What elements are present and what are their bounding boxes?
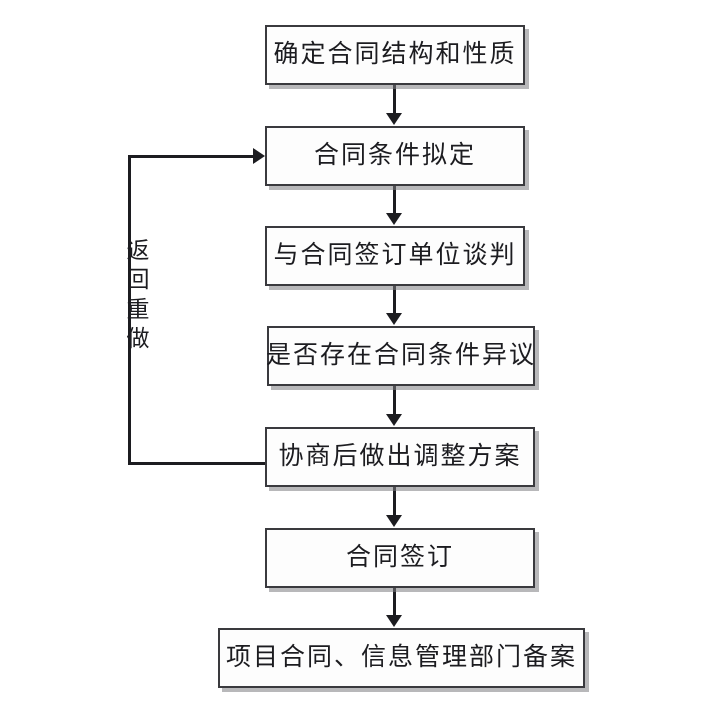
node-label: 是否存在合同条件异议 xyxy=(266,342,537,370)
connector-n5-n6-line xyxy=(393,487,396,516)
loop-label-char-4: 做 xyxy=(126,326,150,352)
connector-n3-n4-line xyxy=(393,286,396,314)
loop-label-char-1: 返 xyxy=(126,238,150,263)
node-label: 合同签订 xyxy=(345,544,454,572)
feedback-loop-left-segment xyxy=(128,155,131,463)
connector-n3-n4-arrowhead-icon xyxy=(386,313,402,325)
node-contract-signing[interactable]: 合同签订 xyxy=(265,528,535,588)
connector-n1-n2-arrowhead-icon xyxy=(386,113,402,125)
node-check-terms-objection[interactable]: 是否存在合同条件异议 xyxy=(266,326,537,386)
node-negotiate-with-signing-party[interactable]: 与合同签订单位谈判 xyxy=(265,226,525,286)
loop-label-char-3: 重 xyxy=(126,296,150,322)
node-label: 与合同签订单位谈判 xyxy=(273,242,517,270)
feedback-loop-bottom-segment xyxy=(128,462,267,465)
connector-n6-n7-line xyxy=(393,588,396,616)
node-determine-contract-structure[interactable]: 确定合同结构和性质 xyxy=(265,25,525,85)
connector-n5-n6-arrowhead-icon xyxy=(386,515,402,527)
connector-n2-n3-arrowhead-icon xyxy=(386,213,402,225)
feedback-loop-top-segment xyxy=(128,155,255,158)
connector-n2-n3-line xyxy=(393,186,396,214)
feedback-loop-label: 返 回 重 做 xyxy=(124,236,152,354)
node-label: 确定合同结构和性质 xyxy=(273,41,517,69)
connector-n6-n7-arrowhead-icon xyxy=(386,615,402,627)
feedback-loop-arrowhead-icon xyxy=(253,148,265,164)
node-label: 项目合同、信息管理部门备案 xyxy=(225,644,577,672)
loop-label-char-2: 回 xyxy=(126,267,150,293)
node-adjustment-plan-after-negotiation[interactable]: 协商后做出调整方案 xyxy=(265,427,535,487)
node-label: 合同条件拟定 xyxy=(313,142,476,170)
connector-n4-n5-arrowhead-icon xyxy=(386,414,402,426)
connector-n1-n2-line xyxy=(393,85,396,114)
node-filing-with-management-department[interactable]: 项目合同、信息管理部门备案 xyxy=(218,628,585,688)
node-draft-contract-terms[interactable]: 合同条件拟定 xyxy=(265,126,525,186)
node-label: 协商后做出调整方案 xyxy=(278,443,522,471)
connector-n4-n5-line xyxy=(393,386,396,415)
